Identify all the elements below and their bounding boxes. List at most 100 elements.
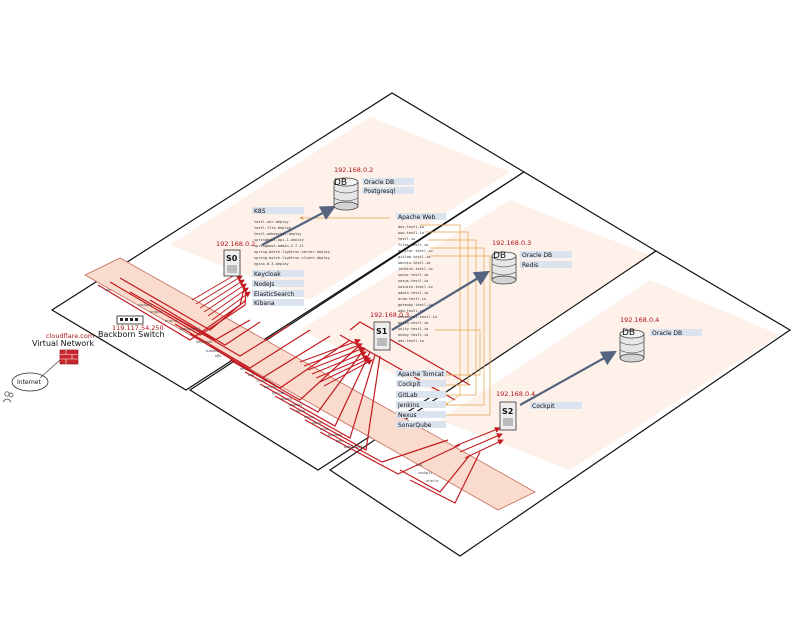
port-label: files	[256, 379, 266, 383]
port-label: argocd	[150, 310, 162, 314]
routing-lines	[97, 277, 481, 504]
arrow-s0-db	[261, 205, 336, 246]
port-label: postgresql	[180, 327, 200, 331]
deploy-item: springboot-admin-2-7-11	[254, 244, 304, 248]
host-item: dev.testl.io	[398, 225, 424, 229]
s0-k8s-list: K8S testl-skr-deploy testl-file-deploy t…	[252, 207, 331, 307]
s0-service: Keycloak	[254, 271, 281, 278]
port-label: jenkins	[288, 403, 302, 407]
host-item: adm.testl.io	[398, 309, 424, 313]
arrow-s1-db	[391, 270, 490, 331]
backbone-switch: 119.117.54.250 Backborn Switch	[98, 315, 165, 339]
host-item: unity.testl.io	[398, 327, 428, 331]
host-item: ubuntu.testl.io	[398, 261, 430, 265]
s1-apache-web: Apache Web	[396, 213, 446, 221]
s1-service: Nexus	[398, 412, 417, 419]
internet-label: Internet	[17, 379, 41, 386]
virtual-network: cloudflare.com Virtual Network	[32, 332, 94, 365]
s1-host-list: dev.testl.io www.testl.io testl.io files…	[398, 225, 437, 343]
cloud-icon	[11, 372, 49, 392]
deploy-item: spring-batch-lightrun-client-deploy	[254, 256, 331, 260]
port-label: oracle	[426, 479, 438, 483]
host-item: monitor.testl.io	[398, 249, 433, 253]
db1-label: DB	[493, 251, 506, 261]
db2-label: DB	[622, 328, 635, 338]
s1-services: Apache Tomcat Cockpit GitLab Jenkins Nex…	[396, 370, 446, 429]
host-item: www.testl.io	[398, 231, 424, 235]
host-item: websocket.testl.io	[398, 315, 437, 319]
s0-port-labels: ads cockpit argocd oracle postgresql key…	[105, 288, 221, 358]
server-icon	[499, 401, 517, 431]
server-icon	[223, 249, 241, 277]
s0-inbound-arrows	[191, 271, 251, 321]
port-label: cockpit	[418, 471, 432, 475]
host-item: odc.testl.io	[398, 339, 424, 343]
port-label: ads	[105, 288, 111, 292]
s0-ip: 192.168.0.2	[216, 240, 255, 248]
s2-ip: 192.168.0.4	[496, 390, 535, 398]
s0-service: Kibana	[254, 300, 275, 307]
server-icon	[373, 321, 391, 351]
switch-icon	[116, 315, 144, 325]
internet-node: Internet	[2, 359, 61, 403]
s1-ip: 192.168.0.3	[370, 311, 409, 319]
apache-routes	[299, 216, 491, 417]
arrow-s2-db	[519, 350, 617, 406]
deploy-item: nginx-6-3-deploy	[254, 262, 289, 266]
server-s2: 192.168.0.4 S2 Cockpit	[496, 390, 582, 431]
db0-item: Oracle DB	[364, 179, 394, 186]
db1-ip: 192.168.0.3	[492, 239, 531, 247]
port-label: nexus	[304, 415, 314, 419]
deploy-item: testl-skr-deploy	[254, 220, 289, 224]
host-item: testl.io	[398, 237, 415, 241]
deploy-item: testl-websocket-deploy	[254, 232, 302, 236]
s2-inbound-arrows	[454, 427, 504, 459]
s1-service: SonarQube	[398, 422, 432, 429]
cloudflare-label: cloudflare.com	[46, 332, 94, 340]
host-item: onkey.testl.io	[398, 333, 428, 337]
s0-service: NodeJs	[254, 281, 275, 288]
deploy-item: springboot-api-1-deploy	[254, 238, 305, 242]
port-label: kibana	[206, 349, 218, 353]
server-s0: 192.168.0.2 S0	[216, 240, 255, 277]
db2-item: Oracle DB	[652, 330, 682, 337]
port-label: sonar	[296, 409, 306, 413]
port-label: monitor	[264, 385, 278, 389]
host-item: gateway.testl.io	[398, 303, 433, 307]
db0-ip: 192.168.0.2	[334, 166, 373, 174]
s0-service: K8S	[254, 208, 266, 215]
db-s1: 192.168.0.3 DB Oracle DB Redis	[491, 239, 572, 285]
firewall-icon	[59, 349, 79, 365]
s1-name: S1	[376, 327, 388, 336]
s2-service: Cockpit	[532, 403, 555, 410]
deploy-item: spring-batch-lightrun-server-deploy	[254, 250, 331, 254]
port-label: admin	[312, 421, 322, 425]
db0-item: Postgresql	[364, 188, 395, 195]
s1-service: Apache Web	[398, 214, 436, 221]
s0-name: S0	[226, 254, 238, 263]
port-label: adm	[336, 439, 342, 443]
host-item: sonar.testl.io	[398, 273, 428, 277]
s1-service: Jenkins	[397, 402, 419, 409]
database-icon	[619, 329, 645, 363]
port-label: websocket	[344, 445, 362, 449]
backbone-label: Backborn Switch	[98, 330, 165, 339]
db1-item: Redis	[522, 262, 538, 269]
host-item: nosuite.testl.io	[398, 285, 433, 289]
port-label: cockpit	[138, 303, 152, 307]
host-item: batch.testl.io	[398, 321, 428, 325]
s1-service: GitLab	[398, 392, 418, 399]
backbone-ip: 119.117.54.250	[112, 324, 164, 332]
s1-service: Cockpit	[398, 381, 421, 388]
db-s0: 192.168.0.2 DB Oracle DB Postgresql	[333, 166, 414, 211]
db1-item: Oracle DB	[522, 252, 552, 259]
db2-ip: 192.168.0.4	[620, 316, 659, 324]
host-item: jenkins.testl.io	[398, 267, 433, 271]
db0-label: DB	[334, 178, 347, 188]
db-s2: 192.168.0.4 DB Oracle DB	[619, 316, 702, 363]
port-label: www	[248, 373, 255, 377]
database-icon	[491, 251, 517, 285]
port-label: oracle	[165, 319, 177, 323]
s0-service: ElasticSearch	[254, 291, 294, 298]
